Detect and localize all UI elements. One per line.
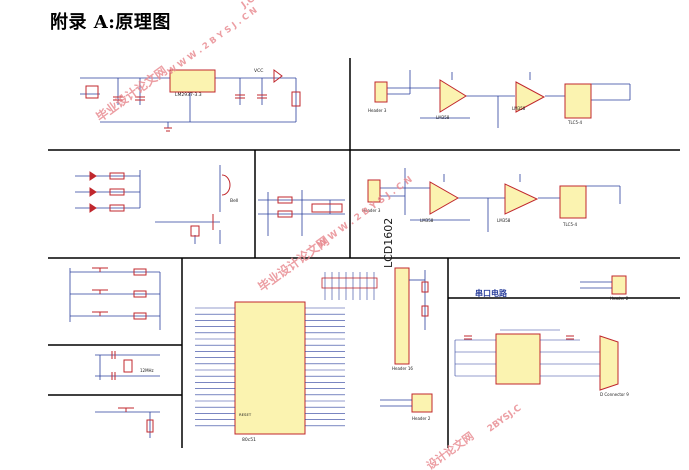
lcd-label: LCD1602 <box>382 218 395 268</box>
tlc-chip-b-label: TLC5-4 <box>562 222 577 227</box>
tlc-chip-b <box>559 185 587 219</box>
opamp-d <box>504 183 539 215</box>
watermark-site-cn-low: 设计论文网 <box>424 429 477 470</box>
section-dividers <box>48 58 680 448</box>
keys-section <box>69 268 161 330</box>
regulator-chip <box>169 69 216 93</box>
mcu-chip <box>234 301 306 435</box>
header-top-label: Header 3 <box>368 108 387 113</box>
mid-block <box>258 190 345 236</box>
watermark-site-cn: 毕业设计论文网 <box>93 63 170 125</box>
mcu-reset-pin: RESET <box>239 412 252 417</box>
reset-section <box>95 411 160 438</box>
crystal-label: 12MHz <box>140 368 154 373</box>
lcd-header-label: Header 16 <box>392 366 413 371</box>
header-small <box>611 275 627 295</box>
opamp-b <box>515 81 546 113</box>
header-mid-label: Header 3 <box>362 208 381 213</box>
led-components <box>89 171 97 213</box>
watermark-site-cn-mid: 毕业设计论文网 <box>255 233 332 295</box>
opamp-d-label: LM358 <box>497 218 511 223</box>
watermark-url-top-corner: J.C <box>239 0 257 11</box>
db9-connector <box>599 335 619 391</box>
header-mid <box>367 179 381 203</box>
opamp-b-label: LM358 <box>512 106 526 111</box>
mcu-label: 80c51 <box>242 437 256 443</box>
tlc-chip-a-label: TLC5-4 <box>567 120 582 125</box>
lcd-header <box>394 267 410 365</box>
opamp-a-label: LM358 <box>436 115 450 120</box>
tlc-chip-a <box>564 83 592 119</box>
regulator-label: LM2937-3.3 <box>175 92 202 98</box>
buzzer-shape <box>221 174 231 196</box>
max232-chip <box>495 333 541 385</box>
lcd-connector-wires <box>324 272 375 300</box>
opamp-c <box>429 181 460 215</box>
buzzer-label: Bell <box>230 198 238 204</box>
db9-label: D Connector 9 <box>600 392 629 397</box>
watermark-url-mid: W W W . 2 B Y S J . C N <box>316 175 415 251</box>
mcu-pins <box>195 307 345 427</box>
serial-title: 串口电路 <box>475 288 508 298</box>
sensor-chain-wires <box>380 168 621 232</box>
header-bottom <box>411 393 433 413</box>
power-vcc-label: VCC <box>254 68 263 74</box>
watermark-url-low: 2BYSJ.C <box>486 403 524 434</box>
led-section <box>75 165 221 244</box>
opamp-a <box>439 79 467 113</box>
watermark-url-top: W W W . 2 B Y S J . C N <box>166 6 260 78</box>
top-right-wires <box>385 70 631 128</box>
power-components <box>85 69 301 132</box>
opamp-c-label: LM358 <box>420 218 434 223</box>
serial-wires <box>454 329 600 377</box>
page-title: 附录 A:原理图 <box>50 12 171 33</box>
header-bottom-label: Header 2 <box>412 416 431 421</box>
crystal-section <box>95 354 160 380</box>
header-small-label: Header 2 <box>610 296 629 301</box>
header-top <box>374 81 388 103</box>
